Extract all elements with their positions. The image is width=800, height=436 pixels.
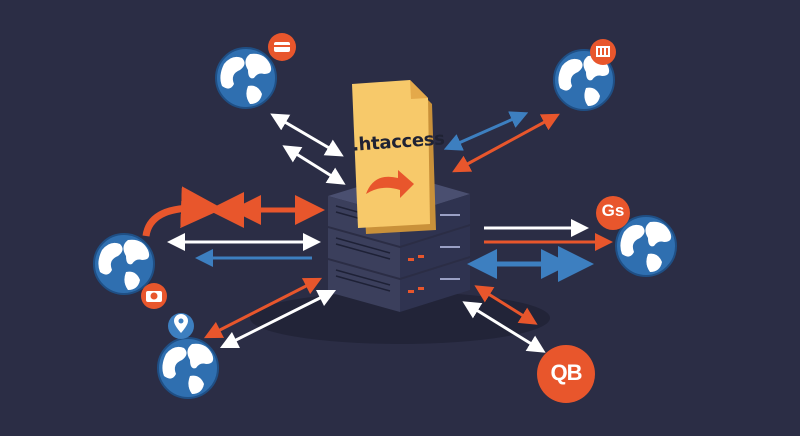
qb-badge-icon — [537, 345, 595, 403]
location-pin-icon — [168, 313, 194, 339]
globe-top-left — [215, 47, 277, 109]
qb-logo-text: QB — [550, 360, 583, 385]
credit-card-icon — [268, 33, 296, 61]
camera-icon — [141, 283, 167, 309]
globe-bottom-left — [157, 337, 219, 399]
gs-logo-text: Gs — [601, 201, 625, 220]
calendar-icon — [590, 39, 616, 65]
htaccess-file-icon — [352, 80, 436, 234]
connection-arrows — [142, 111, 613, 353]
gs-badge-icon — [596, 196, 630, 230]
redirect-arrow-icon — [366, 170, 414, 198]
globe-left — [93, 233, 155, 295]
